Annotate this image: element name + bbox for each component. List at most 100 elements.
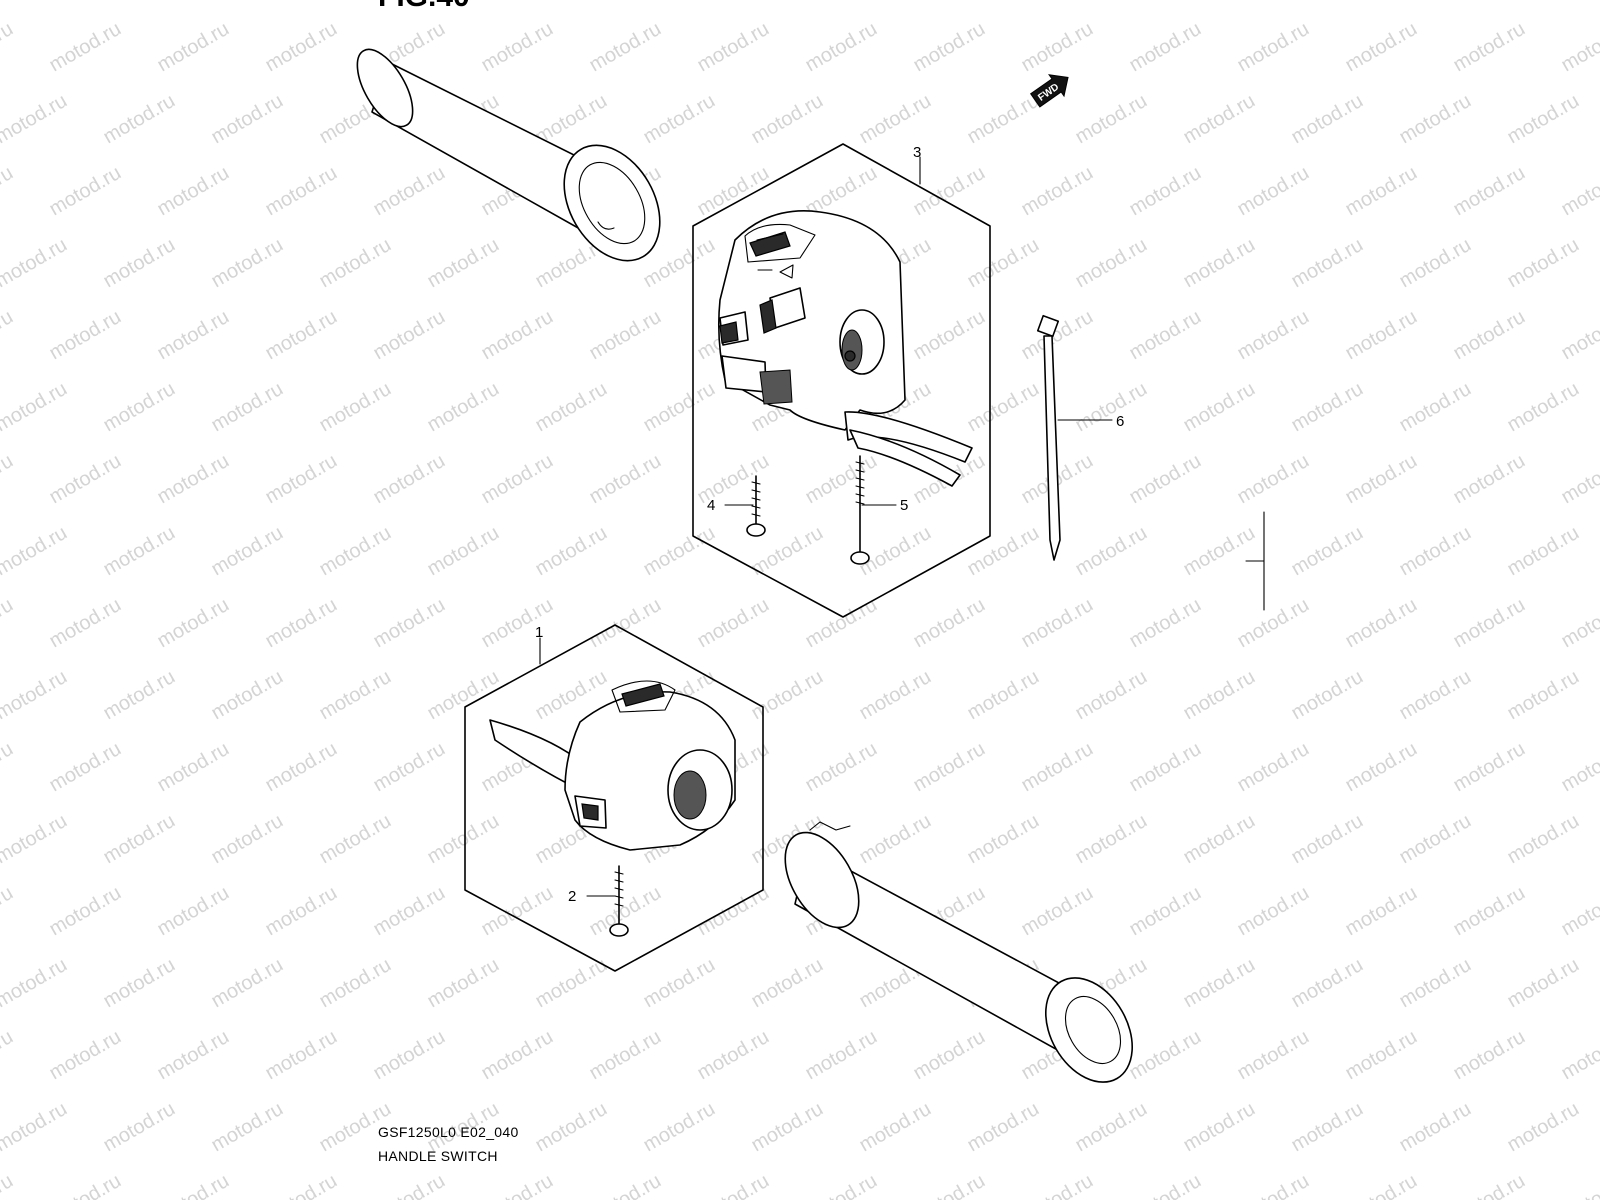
watermark-text: motod.ru: [0, 306, 17, 365]
callout-4-label: 4: [707, 497, 715, 514]
watermark-text: motod.ru: [262, 738, 341, 797]
watermark-text: motod.ru: [586, 1170, 665, 1200]
watermark-text: motod.ru: [1342, 1170, 1421, 1200]
watermark-text: motod.ru: [1126, 162, 1205, 221]
watermark-text: motod.ru: [1558, 1170, 1600, 1200]
watermark-text: motod.ru: [586, 594, 665, 653]
watermark-text: motod.ru: [1342, 450, 1421, 509]
watermark-text: motod.ru: [1180, 666, 1259, 725]
watermark-text: motod.ru: [802, 450, 881, 509]
watermark-text: motod.ru: [640, 378, 719, 437]
watermark-text: motod.ru: [1342, 18, 1421, 77]
watermark-text: motod.ru: [208, 522, 287, 581]
watermark-text: motod.ru: [478, 594, 557, 653]
watermark-text: motod.ru: [694, 18, 773, 77]
watermark-text: motod.ru: [1018, 1170, 1097, 1200]
watermark-text: motod.ru: [1504, 666, 1583, 725]
watermark-text: motod.ru: [1504, 810, 1583, 869]
watermark-text: motod.ru: [1126, 450, 1205, 509]
watermark-text: motod.ru: [640, 1098, 719, 1157]
watermark-text: motod.ru: [100, 666, 179, 725]
watermark-text: motod.ru: [1180, 234, 1259, 293]
watermark-text: motod.ru: [802, 18, 881, 77]
watermark-text: motod.ru: [1342, 306, 1421, 365]
watermark-text: motod.ru: [1288, 954, 1367, 1013]
watermark-text: motod.ru: [1018, 306, 1097, 365]
watermark-text: motod.ru: [424, 666, 503, 725]
watermark-text: motod.ru: [370, 162, 449, 221]
watermark-text: motod.ru: [1342, 162, 1421, 221]
watermark-text: motod.ru: [1072, 810, 1151, 869]
watermark-text: motod.ru: [964, 810, 1043, 869]
watermark-text: motod.ru: [1504, 0, 1583, 4]
watermark-text: motod.ru: [1288, 1098, 1367, 1157]
watermark-text: motod.ru: [1450, 1026, 1529, 1085]
watermark-text: motod.ru: [0, 90, 71, 149]
watermark-text: motod.ru: [0, 882, 17, 941]
watermark-text: motod.ru: [1180, 810, 1259, 869]
watermark-text: motod.ru: [316, 810, 395, 869]
watermark-text: motod.ru: [370, 738, 449, 797]
watermark-text: motod.ru: [856, 1098, 935, 1157]
watermark-text: motod.ru: [1450, 882, 1529, 941]
watermark-text: motod.ru: [1126, 882, 1205, 941]
watermark-text: motod.ru: [1396, 954, 1475, 1013]
watermark-text: motod.ru: [478, 306, 557, 365]
watermark-text: motod.ru: [1018, 18, 1097, 77]
watermark-text: motod.ru: [370, 882, 449, 941]
watermark-text: motod.ru: [154, 306, 233, 365]
watermark-text: motod.ru: [46, 18, 125, 77]
watermark-text: motod.ru: [1180, 1098, 1259, 1157]
watermark-text: motod.ru: [1234, 162, 1313, 221]
watermark-text: motod.ru: [1450, 450, 1529, 509]
watermark-text: motod.ru: [208, 1098, 287, 1157]
watermark-text: motod.ru: [1558, 882, 1600, 941]
watermark-text: motod.ru: [46, 1026, 125, 1085]
callout-2: 2: [568, 888, 616, 905]
watermark-text: motod.ru: [1180, 954, 1259, 1013]
watermark-text: motod.ru: [100, 234, 179, 293]
left-grip-drawing: [356, 48, 661, 262]
watermark-text: motod.ru: [208, 90, 287, 149]
watermark-text: motod.ru: [748, 90, 827, 149]
watermark-text: motod.ru: [640, 90, 719, 149]
watermark-text: motod.ru: [1072, 0, 1151, 4]
watermark-text: motod.ru: [154, 450, 233, 509]
watermark-text: motod.ru: [586, 450, 665, 509]
left-switch-group: [464, 624, 764, 972]
watermark-text: motod.ru: [802, 1026, 881, 1085]
watermark-text: motod.ru: [1180, 378, 1259, 437]
watermark-text: motod.ru: [910, 1026, 989, 1085]
watermark-text: motod.ru: [532, 378, 611, 437]
watermark-text: motod.ru: [964, 522, 1043, 581]
watermark-text: motod.ru: [46, 450, 125, 509]
watermark-text: motod.ru: [964, 666, 1043, 725]
callout-4: 4: [707, 497, 754, 514]
watermark-text: motod.ru: [46, 738, 125, 797]
watermark-text: motod.ru: [1234, 1026, 1313, 1085]
watermark-text: motod.ru: [532, 0, 611, 4]
watermark-text: motod.ru: [1180, 522, 1259, 581]
watermark-text: motod.ru: [262, 18, 341, 77]
watermark-text: motod.ru: [640, 522, 719, 581]
watermark-text: motod.ru: [1558, 1026, 1600, 1085]
watermark-text: motod.ru: [208, 954, 287, 1013]
watermark-text: motod.ru: [0, 954, 71, 1013]
right-switch-group: [692, 143, 991, 618]
watermark-text: motod.ru: [1342, 738, 1421, 797]
watermark-text: motod.ru: [1504, 90, 1583, 149]
watermark-text: motod.ru: [1396, 234, 1475, 293]
watermark-text: motod.ru: [46, 162, 125, 221]
callout-5-label: 5: [900, 497, 908, 514]
watermark-text: motod.ru: [748, 0, 827, 4]
diagram-caption: HANDLE SWITCH: [378, 1148, 498, 1164]
watermark-text: motod.ru: [154, 1170, 233, 1200]
watermark-text: motod.ru: [640, 954, 719, 1013]
watermark-text: motod.ru: [370, 1170, 449, 1200]
watermark-text: motod.ru: [802, 738, 881, 797]
watermark-text: motod.ru: [640, 0, 719, 4]
watermark-text: motod.ru: [100, 954, 179, 1013]
watermark-text: motod.ru: [964, 234, 1043, 293]
